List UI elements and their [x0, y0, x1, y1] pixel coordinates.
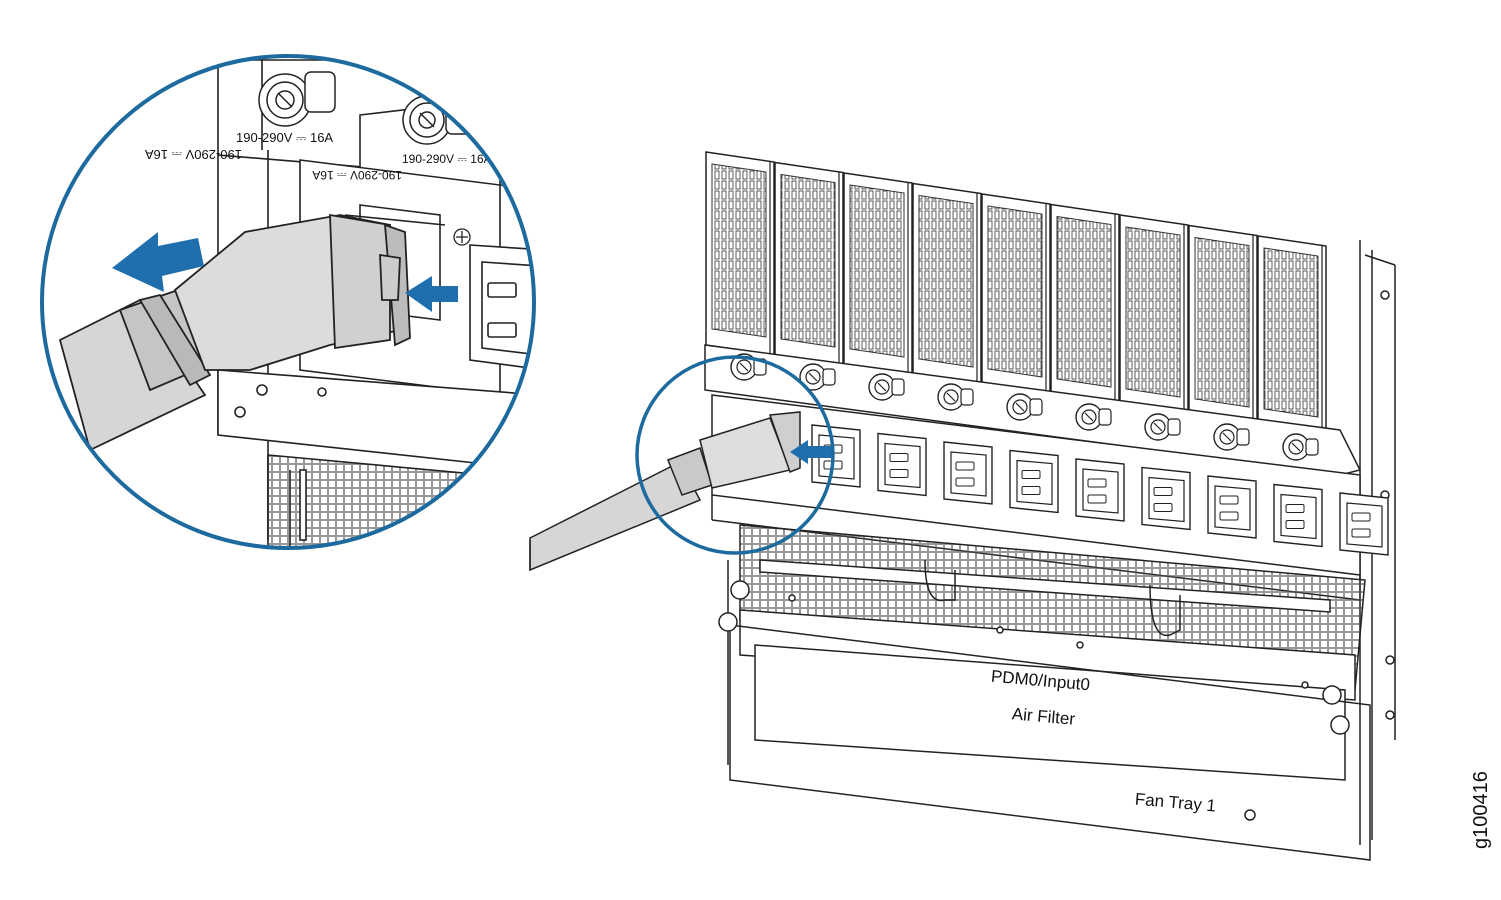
power-cord-plug-zoom	[58, 213, 411, 452]
release-latch-arrow-icon	[405, 276, 458, 312]
psu-rating-2: 190-290V ⎓ 16A	[402, 152, 492, 166]
power-supply-4	[981, 193, 1051, 396]
power-supply-row	[705, 151, 1327, 436]
thumbscrew-icon	[937, 383, 974, 411]
power-supply-7	[1188, 224, 1258, 426]
power-receptacle-6	[1207, 475, 1257, 539]
power-cord-small	[529, 411, 801, 572]
callout-ring-large	[40, 54, 536, 550]
power-supply-6	[1119, 214, 1189, 416]
power-supply-8	[1257, 235, 1327, 436]
thumbscrew-icon	[1006, 393, 1043, 421]
thumbscrew-icon	[1213, 423, 1250, 451]
psu-rating-1: 190-290V ⎓ 16A	[236, 130, 333, 145]
fan-tray	[718, 580, 1371, 861]
psu-rating-2-inverted: 190-290V ⎓ 16A	[312, 168, 402, 182]
thumbscrew-icon	[258, 71, 336, 127]
power-receptacle-3	[1009, 449, 1059, 514]
power-receptacle-4	[1075, 458, 1125, 522]
thumbscrew-icon	[730, 353, 767, 381]
power-receptacle-2	[943, 441, 993, 505]
thumbscrew-icon	[1282, 433, 1319, 461]
psu-thumbscrews	[730, 353, 1319, 461]
power-supply-1	[774, 161, 844, 366]
figure-id: g100416	[1470, 771, 1492, 849]
power-receptacle-zoom	[469, 244, 534, 371]
power-supply-0	[705, 151, 775, 356]
ground-icon	[453, 228, 471, 246]
power-receptacle-7	[1273, 483, 1323, 548]
zoom-callout: 190-290V ⎓ 16A 190-290V ⎓ 16A 190-290V ⎓…	[42, 56, 534, 548]
unplug-arrow-icon	[112, 232, 204, 292]
power-supply-3	[912, 182, 982, 386]
thumbscrew-icon	[1144, 413, 1181, 441]
thumbscrew-icon	[868, 373, 905, 401]
thumbscrew-icon	[1075, 403, 1112, 431]
power-supply-5	[1050, 203, 1120, 406]
callout-ring-small	[635, 355, 835, 555]
power-receptacle-1	[877, 432, 927, 497]
thumbscrew-icon	[799, 363, 836, 391]
fan-tray-label: Fan Tray 1	[1134, 790, 1217, 816]
psu-rating-1-inverted: 190-290V ⎓ 16A	[145, 147, 242, 162]
power-receptacle-5	[1141, 466, 1191, 531]
power-receptacle-8	[1339, 492, 1389, 556]
release-latch-arrow-icon	[790, 440, 832, 464]
power-supply-2	[843, 172, 913, 376]
